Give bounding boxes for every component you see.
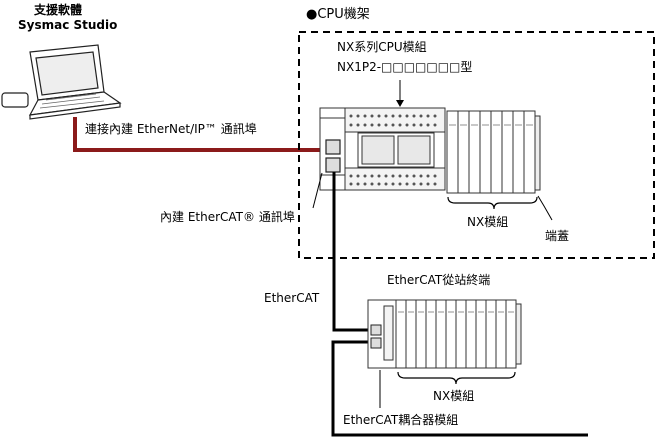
- ethercat-line-label: EtherCAT: [264, 291, 320, 305]
- cpu-terminals: [349, 114, 437, 186]
- ethercat-port-label: 內建 EtherCAT® 通訊埠: [160, 210, 295, 224]
- cpu-rack-boundary: [298, 31, 655, 259]
- software-title: 支援軟體: [34, 3, 83, 17]
- ethercat-chain-cable: [331, 340, 588, 437]
- ethercat-coupler: [367, 299, 397, 369]
- laptop-icon: [1, 44, 122, 120]
- nx-units-main: [446, 110, 541, 194]
- coupler-label: EtherCAT耦合器模組: [343, 413, 459, 427]
- software-name: Sysmac Studio: [18, 18, 118, 32]
- cpu-model-label: NX1P2-□□□□□□□型: [337, 60, 473, 74]
- nx-units-slave-label: NX模組: [433, 389, 475, 403]
- cpu-ports: [325, 139, 341, 173]
- ethercat-cable: [332, 172, 372, 332]
- rack-title: ●CPU機架: [306, 7, 370, 22]
- ethernet-cable: [73, 117, 335, 152]
- nx-units-main-label: NX模組: [467, 215, 509, 229]
- cpu-series-label: NX系列CPU模組: [337, 40, 427, 54]
- end-cover-leader: [537, 195, 553, 221]
- end-cover-label: 端蓋: [545, 229, 570, 243]
- slave-terminal-label: EtherCAT從站終端: [387, 273, 491, 287]
- nx-units-slave-brace: [397, 371, 516, 385]
- nx-units-slave: [395, 299, 522, 369]
- cpu-unit: [319, 107, 446, 191]
- nx-units-main-brace: [447, 196, 538, 210]
- ethernet-port-label: 連接內建 EtherNet/IP™ 通訊埠: [85, 122, 257, 136]
